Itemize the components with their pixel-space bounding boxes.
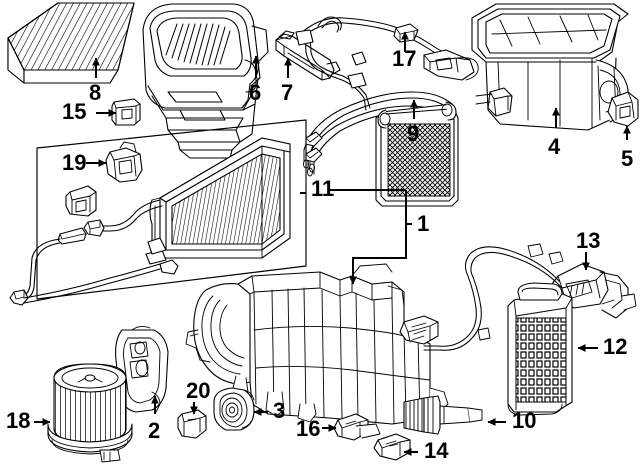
callout-11: 11 xyxy=(311,176,335,201)
part-17b-harness-connector xyxy=(423,49,479,81)
callout-7: 7 xyxy=(281,80,294,105)
callout-14: 14 xyxy=(424,438,449,463)
callout-19: 19 xyxy=(62,150,87,175)
callout-16: 16 xyxy=(296,416,321,441)
part-11-evaporator-core xyxy=(149,137,291,259)
callout-6: 6 xyxy=(249,80,262,105)
part-4-heater-case-upper xyxy=(471,3,629,131)
part-12-ptc-heater-element xyxy=(507,282,573,416)
part-5-retainer-clip xyxy=(607,91,639,127)
callout-20: 20 xyxy=(186,378,211,403)
callout-5: 5 xyxy=(621,146,634,171)
callout-17: 17 xyxy=(392,46,417,71)
part-15-filter-cover-clip xyxy=(111,98,141,126)
part-3-actuator-motor xyxy=(213,387,255,431)
part-18-blower-wheel xyxy=(47,363,133,463)
part-8-cabin-air-filter xyxy=(7,2,135,84)
part-7-seal-strip xyxy=(275,30,341,81)
part-20-grommet xyxy=(177,409,207,439)
part-2-blower-motor-bracket xyxy=(115,325,169,413)
part-16-wire-connector xyxy=(333,413,381,441)
callout-4: 4 xyxy=(548,134,561,159)
part-9-heater-core-tubes xyxy=(303,91,459,207)
leader-lines xyxy=(34,31,631,456)
callout-12: 12 xyxy=(603,334,628,359)
callout-8: 8 xyxy=(89,80,102,105)
callout-9: 9 xyxy=(407,121,420,146)
part-6-blower-housing xyxy=(142,3,269,159)
callout-3: 3 xyxy=(273,398,286,423)
part-10-temperature-sensor xyxy=(403,395,483,435)
part-11-evaporator-piping xyxy=(9,199,179,306)
callout-1: 1 xyxy=(417,211,430,236)
part-13b-resistor-harness xyxy=(399,243,564,351)
part-19b-bracket-block xyxy=(65,185,97,217)
callout-10: 10 xyxy=(512,408,537,433)
part-19-expansion-valve-clamp xyxy=(105,141,143,183)
part-14-wire-connector-small xyxy=(373,433,411,461)
callout-18: 18 xyxy=(6,408,31,433)
callout-2: 2 xyxy=(148,418,161,443)
part-11b-small-clips xyxy=(305,131,323,163)
callout-15: 15 xyxy=(62,99,87,124)
callout-13: 13 xyxy=(576,228,601,253)
